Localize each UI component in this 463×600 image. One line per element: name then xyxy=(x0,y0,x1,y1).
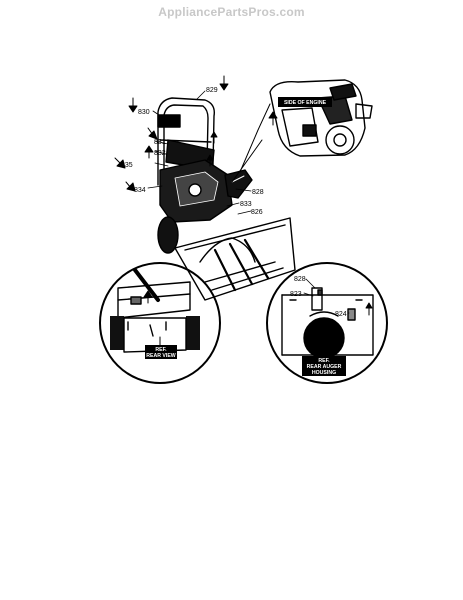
callout-828: 828 xyxy=(252,189,264,196)
rear-auger-label-3: HOUSING xyxy=(312,370,336,376)
engine-closeup xyxy=(269,79,373,157)
watermark-text: AppliancePartsPros.com xyxy=(158,5,305,19)
rear-auger-housing-detail-circle xyxy=(266,262,388,384)
rear-view-tag xyxy=(145,345,177,359)
callout-832: 832 xyxy=(154,150,166,157)
rear-auger-label-2: REAR AUGER xyxy=(307,364,342,370)
callout-835: 835 xyxy=(121,162,133,169)
callout-826: 826 xyxy=(251,209,263,216)
left-wheel xyxy=(157,216,179,254)
auger-housing xyxy=(174,217,296,301)
side-of-engine-label: SIDE OF ENGINE xyxy=(284,100,327,106)
rear-view-label-2: REAR VIEW xyxy=(146,353,176,359)
snowblower-engine xyxy=(159,159,233,223)
callout-828-detail: 828 xyxy=(294,276,306,283)
callout-831: 831 xyxy=(154,139,166,146)
rear-auger-label-1: REF. xyxy=(318,358,330,364)
rear-view-label-1: REF. xyxy=(155,347,167,353)
callout-823: 823 xyxy=(290,291,302,298)
side-of-engine-tag xyxy=(278,97,332,107)
callout-829: 829 xyxy=(206,87,218,94)
rear-view-detail-circle xyxy=(99,262,221,384)
rear-auger-housing-detail xyxy=(281,287,374,359)
rear-auger-housing-tag xyxy=(302,356,346,376)
callout-833: 833 xyxy=(240,201,252,208)
callout-830: 830 xyxy=(138,109,150,116)
rear-view-detail xyxy=(110,268,200,353)
discharge-chute xyxy=(224,169,253,199)
callout-834: 834 xyxy=(134,187,146,194)
control-panel xyxy=(157,114,181,128)
direction-arrows xyxy=(114,75,373,316)
callout-leaders xyxy=(147,90,350,314)
callout-824: 824 xyxy=(335,311,347,318)
